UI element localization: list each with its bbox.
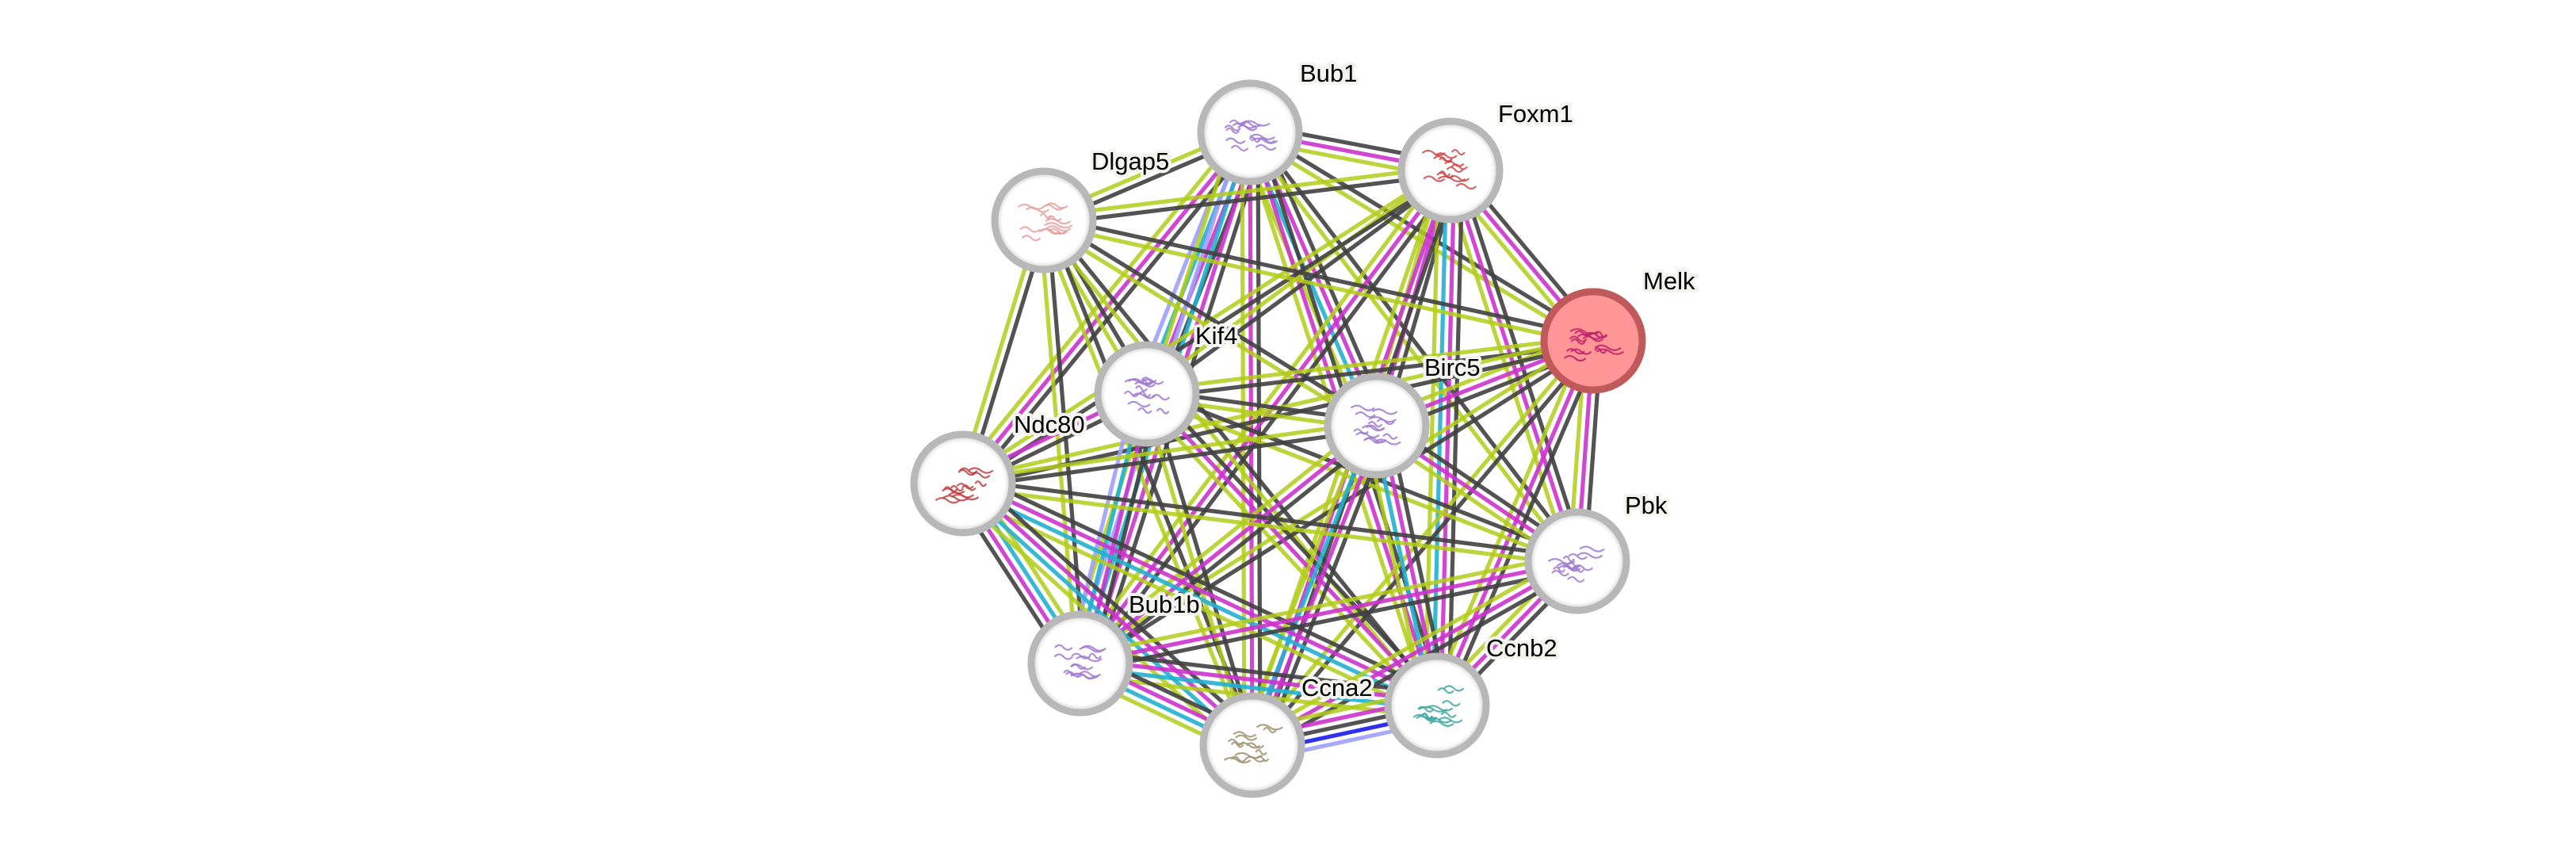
edge-foxm1-dlgap5[interactable] [1043, 164, 1451, 227]
edge-line-coexpression[interactable] [1081, 567, 1580, 674]
edge-line-textmining[interactable] [955, 126, 1246, 480]
edge-line-coexpression[interactable] [1045, 215, 1380, 424]
edge-line-databases[interactable] [960, 485, 1436, 711]
node-label-ccna2[interactable]: Ccna2 [1298, 671, 1376, 705]
edge-line-coexpression[interactable] [964, 172, 1454, 489]
edge-dlgap5-birc5[interactable] [1041, 215, 1380, 431]
edge-line-textmining[interactable] [1078, 551, 1577, 658]
node-ndc80[interactable] [910, 430, 1016, 537]
node-melk[interactable] [1540, 288, 1646, 394]
protein-structure-icon [1018, 202, 1073, 242]
edge-line-coexpression[interactable] [1148, 171, 1454, 400]
edge-line-experiments[interactable] [1079, 423, 1378, 666]
protein-structure-icon [934, 467, 994, 504]
edge-line-coexpression[interactable] [1044, 214, 1595, 339]
edge-line-experiments[interactable] [964, 478, 1440, 704]
protein-structure-icon [1563, 327, 1625, 362]
edge-line-coexpression[interactable] [1044, 172, 1451, 227]
edge-line-experiments[interactable] [1254, 426, 1383, 747]
edge-line-coexpression[interactable] [1251, 128, 1583, 560]
node-circle[interactable] [1540, 288, 1646, 394]
node-shading [1204, 86, 1296, 178]
edge-line-coexpression[interactable] [1261, 429, 1390, 751]
node-pbk[interactable] [1524, 508, 1630, 614]
edge-line-experiments[interactable] [1251, 559, 1579, 747]
edge-line-textmining[interactable] [1247, 552, 1575, 740]
protein-structure-icon [1412, 685, 1465, 727]
edge-birc5-bub1b[interactable] [1074, 418, 1383, 671]
edge-birc5-ndc80[interactable] [961, 419, 1378, 490]
node-shading [1101, 348, 1193, 440]
node-shading [1391, 659, 1483, 751]
edge-line-textmining[interactable] [1039, 221, 1436, 709]
node-label-birc5[interactable]: Birc5 [1421, 350, 1484, 384]
labels-layer: Bub1Foxm1Dlgap5MelkKif4Birc5Ndc80PbkBub1… [1011, 56, 1699, 705]
edge-line-coexpression[interactable] [1081, 649, 1439, 696]
edge-line-experiments[interactable] [1080, 657, 1438, 704]
edge-ndc80-pbk[interactable] [962, 477, 1578, 568]
protein-structure-icon [1053, 644, 1106, 680]
node-dlgap5[interactable] [991, 167, 1097, 273]
node-bub1b[interactable] [1027, 610, 1133, 717]
edge-line-experiments[interactable] [1448, 170, 1580, 562]
node-ccna2[interactable] [1199, 692, 1305, 798]
node-shading [1531, 515, 1623, 607]
protein-structure-icon [1547, 545, 1605, 583]
edge-line-experiments[interactable] [1435, 339, 1596, 707]
edge-pbk-bub1b[interactable] [1078, 551, 1580, 674]
edge-line-textmining[interactable] [1042, 222, 1593, 347]
edge-line-coexpression[interactable] [1151, 387, 1445, 702]
edge-line-textmining[interactable] [1248, 337, 1592, 744]
node-foxm1[interactable] [1397, 117, 1504, 224]
edge-line-coexpression[interactable] [1081, 342, 1597, 669]
edge-line-textmining[interactable] [1139, 398, 1433, 713]
protein-structure-icon [1224, 119, 1278, 152]
node-label-melk[interactable]: Melk [1640, 264, 1699, 298]
node-label-bub1b[interactable]: Bub1b [1126, 587, 1203, 621]
edge-line-coexpression[interactable] [1045, 220, 1087, 663]
node-label-ccnb2[interactable]: Ccnb2 [1483, 631, 1561, 665]
edge-line-textmining[interactable] [1428, 337, 1588, 704]
edge-line-coexpression[interactable] [1084, 430, 1383, 671]
edge-line-experiments[interactable] [1080, 559, 1578, 666]
node-label-dlgap5[interactable]: Dlgap5 [1088, 144, 1172, 178]
edge-line-coexpression[interactable] [963, 427, 1378, 490]
protein-structure-icon [1123, 377, 1171, 415]
edge-line-textmining[interactable] [1146, 335, 1593, 392]
node-label-bub1[interactable]: Bub1 [1297, 56, 1360, 90]
node-label-ndc80[interactable]: Ndc80 [1011, 407, 1088, 442]
node-kif4[interactable] [1094, 341, 1200, 447]
edge-line-textmining[interactable] [961, 419, 1377, 482]
edge-line-coexpression[interactable] [967, 471, 1443, 697]
node-bub1[interactable] [1197, 79, 1303, 185]
edge-line-coexpression[interactable] [1447, 170, 1465, 706]
node-label-kif4[interactable]: Kif4 [1192, 319, 1240, 353]
edge-line-coexpression[interactable] [1045, 216, 1442, 705]
edge-line-textmining[interactable] [1043, 164, 1450, 219]
node-birc5[interactable] [1324, 373, 1430, 479]
node-shading [1034, 617, 1126, 709]
edge-dlgap5-melk[interactable] [1042, 214, 1595, 347]
edge-line-coexpression[interactable] [963, 477, 1578, 560]
protein-structure-icon [1350, 404, 1401, 445]
edge-line-experiments[interactable] [964, 479, 1257, 744]
edge-line-coexpression[interactable] [1456, 167, 1587, 560]
edge-line-coexpression[interactable] [1084, 174, 1459, 670]
edge-line-experiments[interactable] [961, 131, 1252, 485]
edge-line-databases[interactable] [1431, 170, 1449, 705]
edge-line-textmining[interactable] [1074, 418, 1374, 659]
edge-line-textmining[interactable] [962, 485, 1577, 568]
node-ccnb2[interactable] [1384, 652, 1490, 759]
edge-dlgap5-ccnb2[interactable] [1039, 216, 1442, 709]
edge-line-textmining[interactable] [1038, 220, 1251, 747]
node-shading [1405, 124, 1496, 216]
edge-line-textmining[interactable] [1041, 222, 1376, 431]
node-shading [998, 174, 1090, 266]
nodes-layer [910, 79, 1646, 798]
node-shading [1206, 699, 1298, 791]
node-label-pbk[interactable]: Pbk [1622, 488, 1671, 522]
protein-structure-icon [1223, 724, 1283, 764]
node-label-foxm1[interactable]: Foxm1 [1495, 97, 1577, 131]
protein-structure-icon [1421, 148, 1477, 190]
